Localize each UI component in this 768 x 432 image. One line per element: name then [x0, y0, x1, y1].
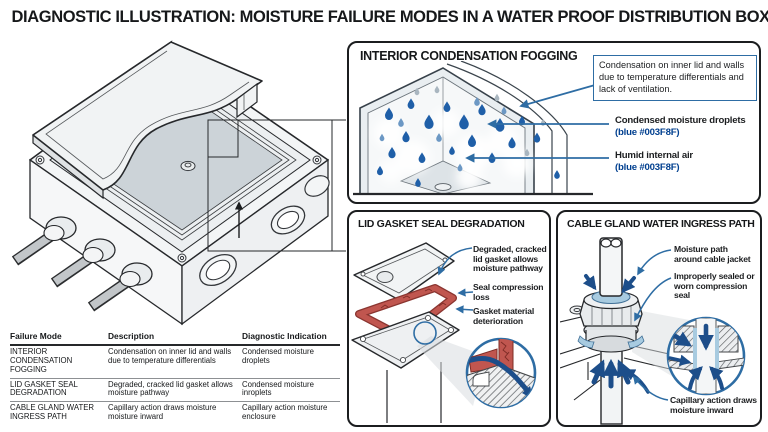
panel-gland-heading: CABLE GLAND WATER INGRESS PATH: [567, 218, 755, 230]
rim-corner-screws: [35, 155, 322, 263]
cable-gland-illustration: [560, 237, 746, 425]
gland-magnifier: [666, 316, 746, 396]
panel-interior-condensation: INTERIOR CONDENSATION FOGGING: [347, 41, 761, 204]
cell-description: Condensation on inner lid and walls due …: [108, 348, 232, 366]
condensation-callout: Condensation on inner lid and walls due …: [593, 55, 757, 101]
label-degraded-gasket: Degraded, cracked lid gasket allows mois…: [473, 244, 547, 274]
cell-description: Capillary action draws moisture moisture…: [108, 404, 217, 421]
box-lid: [32, 40, 263, 200]
gasket-exploded-illustration: [351, 242, 537, 423]
panel-condensation-heading: INTERIOR CONDENSATION FOGGING: [360, 49, 578, 63]
lid-shell-outer2: [460, 61, 568, 194]
cable-gland-assembly: [577, 290, 645, 353]
col-header-description: Description: [108, 332, 155, 341]
cell-indication: Condensed moisture inroplets: [242, 380, 314, 398]
gasket-leader-arrows: [437, 247, 474, 314]
floor-screw-boss: [180, 160, 196, 172]
floor-hole: [434, 183, 452, 191]
interior-callout-frame: [207, 119, 346, 252]
table-row: INTERIOR CONDENSATION FOGGING Condensati…: [10, 346, 340, 379]
col-header-diagnostic: Diagnostic Indication: [242, 332, 327, 341]
panel-cable-gland: CABLE GLAND WATER INGRESS PATH: [556, 210, 762, 427]
cell-description: Degraded, cracked lid gasket allows mois…: [108, 380, 233, 398]
table-row: CABLE GLAND WATER INGRESS PATH Capillary…: [10, 402, 340, 424]
table-row: LID GASKET SEAL DEGRADATION Degraded, cr…: [10, 379, 340, 402]
gasket-magnifier: [465, 337, 537, 409]
panel-gasket-heading: LID GASKET SEAL DEGRADATION: [358, 218, 525, 230]
zoom-beam: [417, 336, 486, 406]
label-gasket-deterioration: Gasket material deterioration: [473, 306, 535, 326]
cell-mode: CABLE GLAND WATER INGRESS PATH: [10, 404, 95, 421]
label-condensed-droplets: Condensed moisture droplets (blue #003F8…: [615, 115, 746, 139]
knockout-holes: [199, 175, 330, 287]
exploded-base: [351, 311, 460, 423]
condensation-leader-arrows: [465, 84, 609, 163]
distribution-box-illustration: [11, 40, 346, 326]
gland-leader-arrows: [632, 249, 672, 401]
label-color-note: (blue #003F8F): [615, 161, 680, 173]
cell-mode: LID GASKET SEAL DEGRADATION: [10, 380, 78, 398]
table-header-row: Failure Mode Description Diagnostic Indi…: [10, 330, 340, 347]
col-header-failure-mode: Failure Mode: [10, 332, 62, 341]
label-compression-seal: Improperly sealed or worn compression se…: [674, 271, 755, 301]
cell-mode: INTERIOR CONDENSATION FOGGING: [10, 348, 73, 374]
label-color-note: (blue #003F8F): [615, 126, 680, 138]
label-text: Condensed moisture droplets: [615, 115, 746, 126]
cell-indication: Condensed moisture droplets: [242, 348, 314, 366]
panel-lid-gasket: LID GASKET SEAL DEGRADATION: [347, 210, 551, 427]
cable-glands: [11, 216, 153, 312]
condensation-corner-illustration: [353, 61, 609, 196]
label-capillary-action: Capillary action draws moisture inward: [670, 395, 757, 415]
label-moisture-path: Moisture path around cable jacket: [674, 244, 751, 264]
cable-above: [599, 237, 623, 297]
failure-mode-table: Failure Mode Description Diagnostic Indi…: [10, 330, 340, 424]
label-seal-compression: Seal compression loss: [473, 282, 544, 302]
cell-indication: Capillary action moisture enclosure: [242, 404, 328, 421]
label-text: Humid internal air: [615, 150, 693, 161]
zoom-indicator-circle: [413, 321, 437, 345]
page-title: DIAGNOSTIC ILLUSTRATION: MOISTURE FAILUR…: [11, 7, 768, 26]
label-humid-air: Humid internal air (blue #003F8F): [615, 150, 693, 174]
